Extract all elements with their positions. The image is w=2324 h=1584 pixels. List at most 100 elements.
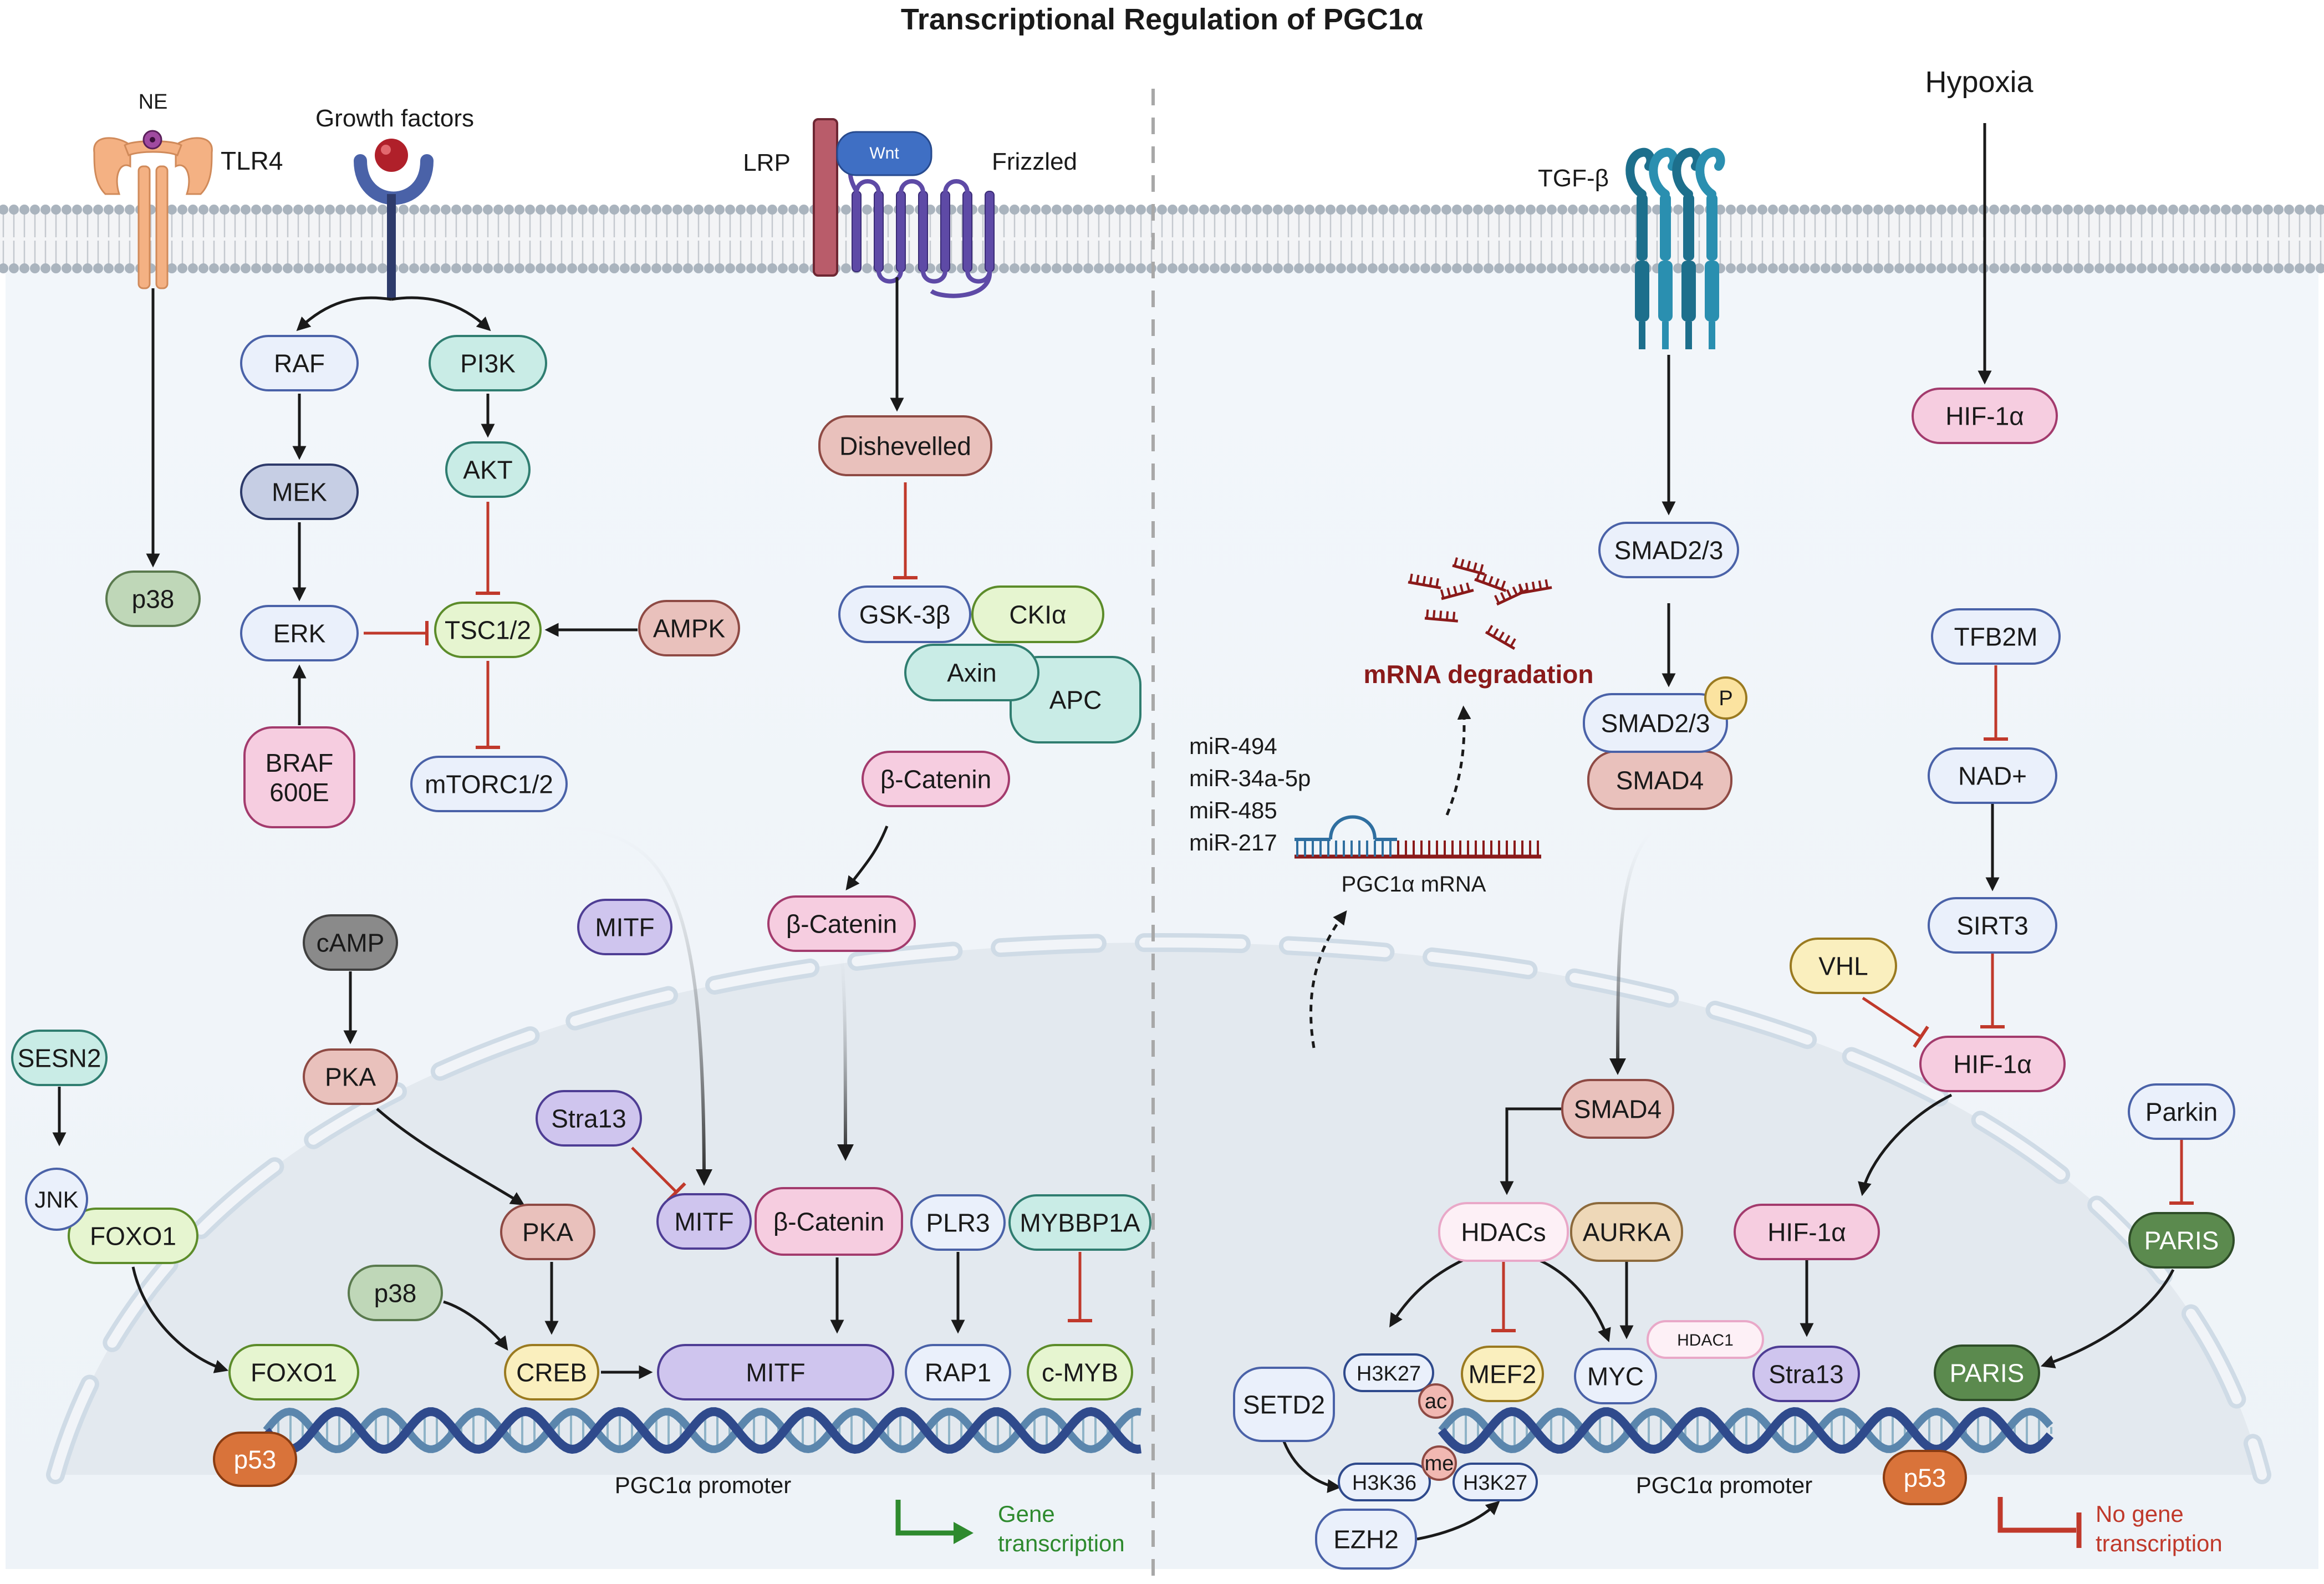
node-label-smad23a: SMAD2/3 (1614, 536, 1724, 565)
node-hdacs: HDACs (1438, 1202, 1569, 1262)
mod-mark-ac: ac (1418, 1383, 1454, 1419)
histone-mark-0: H3K27 (1343, 1353, 1434, 1392)
node-aurka: AURKA (1570, 1202, 1683, 1262)
node-gsk: GSK-3β (838, 585, 971, 643)
ezh2-to-h3k27-arrow (1416, 1500, 1500, 1541)
vhl-inhibits-hif (1862, 996, 1922, 1038)
svg-text:H3K27: H3K27 (1463, 1471, 1527, 1495)
label-5: TGF-β (1538, 165, 1609, 192)
nuclear-envelope (46, 933, 2271, 1484)
node-mtorc: mTORC1/2 (410, 756, 568, 812)
label-7: PGC1α mRNA (1342, 872, 1486, 897)
node-label-braf: BRAF (266, 748, 334, 777)
node-nad: NAD+ (1928, 747, 2057, 804)
node-label-mybbp1a: MYBBP1A (1020, 1209, 1140, 1237)
node-tfb2m: TFB2M (1931, 608, 2061, 665)
pgc1a-mrna (1294, 815, 1541, 859)
node-label-plr3: PLR3 (926, 1209, 990, 1237)
node-hif3: HIF-1α (1734, 1204, 1880, 1260)
node-mek: MEK (240, 464, 359, 520)
node-label-hif3: HIF-1α (1767, 1218, 1846, 1247)
smad4-to-hdacs-arrow (1500, 1107, 1562, 1195)
node-plr3: PLR3 (910, 1194, 1006, 1251)
gf-to-raf-arrow (296, 296, 392, 332)
pka-to-pka-arrow (376, 1108, 525, 1205)
node-paris1: PARIS (2128, 1212, 2235, 1269)
node-label-aurka: AURKA (1583, 1218, 1671, 1247)
node-label-ezh2: EZH2 (1333, 1525, 1399, 1554)
node-label-ckia: CKIα (1009, 600, 1066, 629)
tlr4-receptor (93, 130, 213, 289)
node-label-myc: MYC (1587, 1362, 1644, 1391)
node-pka1: PKA (303, 1048, 398, 1105)
node-pi3k: PI3K (429, 335, 547, 391)
node-erk: ERK (240, 605, 359, 661)
node-p38a: p38 (105, 571, 201, 627)
node-label-bcat3: β-Catenin (773, 1208, 884, 1236)
node-label-ampk: AMPK (653, 614, 726, 643)
node-label-raf: RAF (274, 349, 325, 378)
node-ampk: AMPK (638, 600, 740, 656)
node-hif1: HIF-1α (1912, 388, 2058, 444)
svg-text:P: P (1719, 687, 1732, 710)
histone-mark-1: H3K36 (1338, 1463, 1431, 1501)
diagram-title: Transcriptional Regulation of PGC1α (900, 3, 1424, 36)
node-label-axin: Axin (947, 659, 996, 687)
node-axin: Axin (904, 644, 1039, 701)
node-apc: APC (1010, 656, 1141, 743)
node-label-akt: AKT (463, 456, 512, 485)
node-mitf1: MITF (577, 899, 672, 955)
tgf-beta-receptor (1625, 147, 1725, 349)
svg-text:ac: ac (1425, 1390, 1447, 1413)
node-label-tfb2m: TFB2M (1954, 623, 2038, 651)
legend-gene-transcription: Gene (998, 1501, 1055, 1527)
svg-text:transcription: transcription (998, 1530, 1125, 1556)
node-rap1: RAP1 (905, 1344, 1011, 1400)
node-label-pka1: PKA (325, 1063, 376, 1092)
label-0: NE (139, 90, 168, 114)
node-label-vhl: VHL (1818, 952, 1868, 981)
node-label-tsc: TSC1/2 (445, 616, 531, 645)
label-9: PGC1α promoter (1636, 1472, 1812, 1498)
hdacs-to-h3k27-arrow (1389, 1257, 1467, 1328)
wnt-ligand (836, 131, 932, 176)
node-label-bcat2: β-Catenin (786, 910, 897, 939)
node-label-rap1: RAP1 (925, 1358, 991, 1387)
node-parkin: Parkin (2128, 1083, 2235, 1140)
growth-factor-receptor (354, 139, 434, 299)
frizzled-receptor (848, 159, 995, 298)
wnt-label: Wnt (869, 144, 899, 162)
node-vhl: VHL (1790, 938, 1897, 994)
node-mitf2: MITF (656, 1193, 752, 1250)
node-label-hdacs: HDACs (1461, 1218, 1546, 1247)
node-label-mef2: MEF2 (1469, 1360, 1537, 1389)
node-paris2: PARIS (1934, 1344, 2040, 1401)
node-label-sirt3: SIRT3 (1956, 911, 2029, 940)
hif-to-hif-arrow (1858, 1093, 1953, 1196)
node-label-mek: MEK (272, 478, 327, 507)
mirna-label-0: miR-494 (1189, 733, 1277, 759)
receptors: Wnt (93, 118, 1725, 349)
node-label-paris1: PARIS (2144, 1226, 2219, 1255)
node-label-erk: ERK (273, 619, 326, 648)
svg-text:H3K27: H3K27 (1357, 1362, 1421, 1386)
mirna-label-1: miR-34a-5p (1189, 765, 1311, 791)
mod-mark-me: me (1421, 1445, 1457, 1481)
node-stra13a: Stra13 (536, 1090, 642, 1147)
mod-mark-P: P (1704, 676, 1747, 720)
foxo1-translocation-arrow (131, 1266, 229, 1373)
label-1: TLR4 (221, 146, 283, 175)
label-8: PGC1α promoter (615, 1472, 791, 1498)
node-label-pi3k: PI3K (460, 349, 516, 378)
node-stra13b: Stra13 (1752, 1346, 1860, 1402)
dna-helix (262, 1407, 2054, 1454)
node-label-hif2: HIF-1α (1953, 1050, 2032, 1079)
node-sirt3: SIRT3 (1928, 897, 2057, 954)
node-label-nad: NAD+ (1958, 762, 2027, 791)
node-ckia: CKIα (971, 585, 1104, 643)
node-p38b: p38 (348, 1265, 443, 1321)
gf-to-pi3k-arrow (391, 296, 491, 332)
